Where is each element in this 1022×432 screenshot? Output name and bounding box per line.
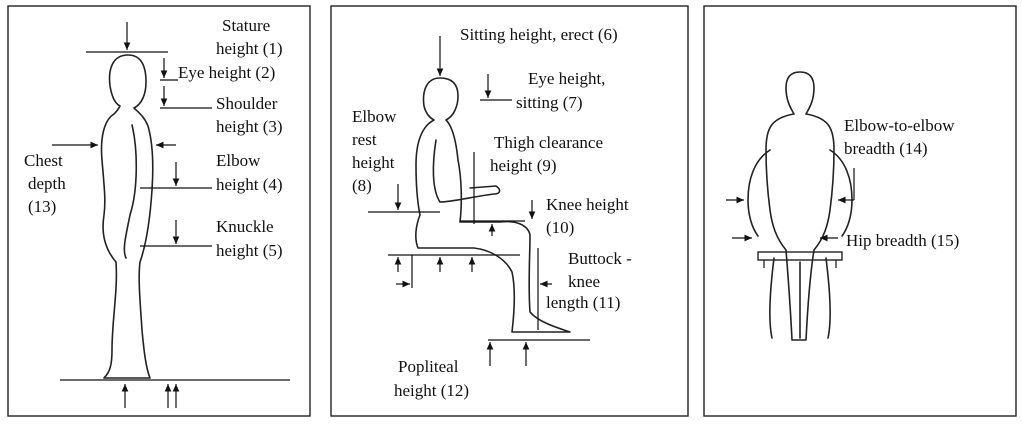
label-chest-1: Chest [24,151,63,170]
label-chest-2: depth [28,174,66,193]
label-elbow-rest-3: height [352,153,395,172]
panel-seated-frame [330,5,689,417]
label-shoulder-2: height (3) [216,117,283,136]
label-e2e-1: Elbow-to-elbow [844,116,955,135]
front-legs [769,257,831,339]
panel-front-frame [703,5,1017,417]
seated-figure [415,77,571,333]
label-eye-sit-1: Eye height, [528,69,605,88]
label-thigh-2: height (9) [490,156,557,175]
panel-standing: Stature height (1) Eye height (2) Should… [7,5,311,417]
label-popliteal-1: Popliteal [398,357,459,376]
label-eye-height: Eye height (2) [178,63,275,82]
label-knuckle-1: Knuckle [216,217,274,236]
label-sitting-erect: Sitting height, erect (6) [460,25,618,44]
label-thigh-1: Thigh clearance [494,133,603,152]
label-e2e-2: breadth (14) [844,139,928,158]
panel-standing-frame [7,5,311,417]
panel-front: Elbow-to-elbow breadth (14) Hip breadth … [703,5,1017,417]
label-buttock-1: Buttock - [568,249,632,268]
label-elbow-rest-2: rest [352,130,377,149]
label-stature-2: height (1) [216,39,283,58]
label-elbow-1: Elbow [216,151,261,170]
front-figure [765,71,835,341]
label-stature-1: Stature [222,16,270,35]
label-buttock-2: knee [568,272,600,291]
label-buttock-3: length (11) [546,293,620,312]
panel-seated: Sitting height, erect (6) Eye height, si… [330,5,689,417]
front-seat [757,251,843,261]
label-popliteal-2: height (12) [394,381,469,400]
label-chest-3: (13) [28,197,56,216]
label-knuckle-2: height (5) [216,241,283,260]
label-shoulder-1: Shoulder [216,94,278,113]
label-knee-1: Knee height [546,195,629,214]
seated-arm [432,139,501,203]
standing-figure [100,54,154,379]
label-elbow-rest-1: Elbow [352,107,397,126]
label-hip-breadth: Hip breadth (15) [846,231,959,250]
label-elbow-2: height (4) [216,175,283,194]
front-arm-left [747,149,771,237]
label-knee-2: (10) [546,218,574,237]
label-eye-sit-2: sitting (7) [516,93,583,112]
standing-arm [123,124,138,259]
label-elbow-rest-4: (8) [352,176,372,195]
